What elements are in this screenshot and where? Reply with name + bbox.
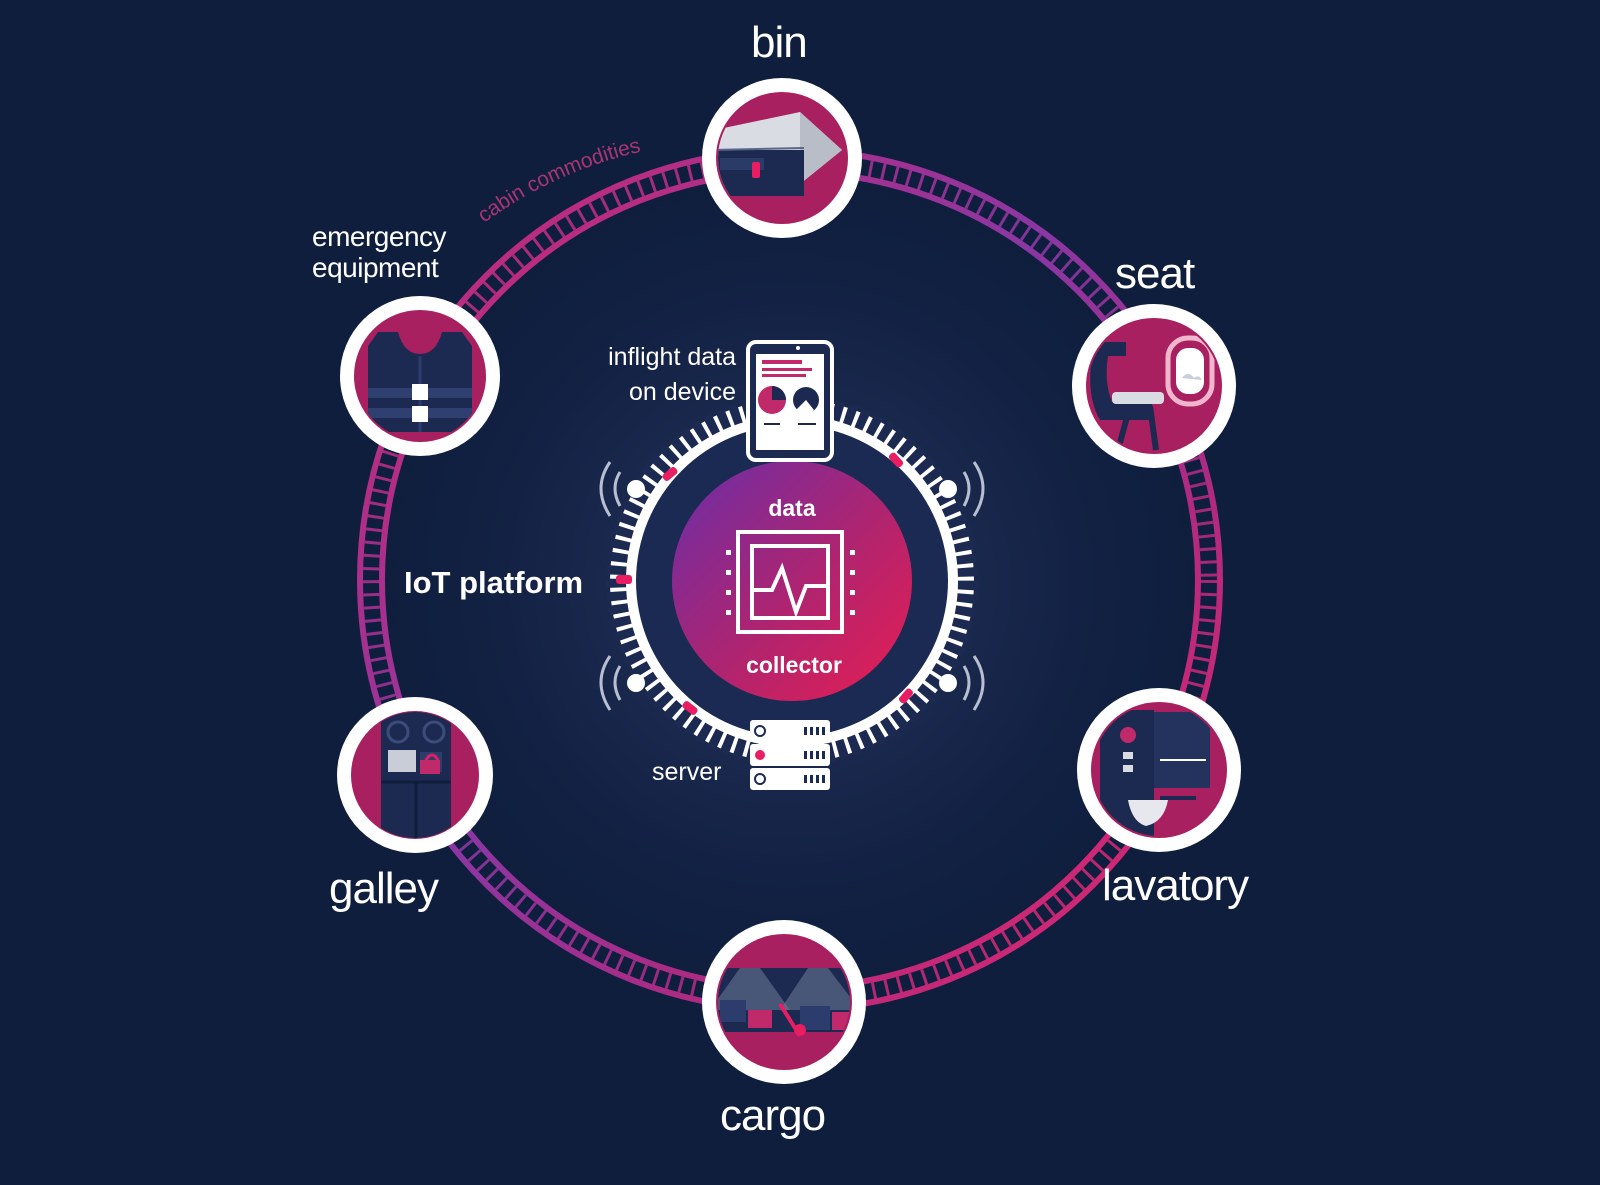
node-emergency-equipment[interactable] bbox=[340, 296, 500, 456]
node-galley[interactable] bbox=[337, 697, 493, 853]
emergency-equipment-label: emergency equipment bbox=[312, 221, 447, 283]
iot-platform-label: IoT platform bbox=[404, 565, 584, 600]
inflight-data-label: inflight data on device bbox=[608, 343, 736, 406]
cargo-label: cargo bbox=[720, 1091, 826, 1140]
galley-label: galley bbox=[329, 864, 439, 913]
node-lavatory[interactable] bbox=[1077, 688, 1241, 852]
server-label: server bbox=[652, 758, 722, 786]
galley-icon bbox=[381, 712, 451, 838]
core-top-label: data bbox=[768, 495, 816, 521]
server-icon bbox=[750, 720, 830, 790]
chip-icon bbox=[726, 530, 855, 634]
seat-icon bbox=[1090, 335, 1215, 451]
signal-icons bbox=[599, 461, 985, 711]
node-bin[interactable] bbox=[702, 78, 862, 238]
node-cargo[interactable] bbox=[702, 920, 866, 1084]
lavatory-label: lavatory bbox=[1102, 861, 1249, 910]
core-bottom-label: collector bbox=[746, 652, 842, 678]
seat-label: seat bbox=[1115, 249, 1195, 298]
ring-status-markers bbox=[616, 452, 913, 715]
iot-platform-hub: data collector bbox=[599, 340, 985, 790]
bin-label: bin bbox=[751, 18, 808, 67]
node-seat[interactable] bbox=[1072, 304, 1236, 468]
overhead-bin-icon bbox=[718, 112, 842, 196]
cargo-icon bbox=[718, 968, 850, 1038]
life-vest-icon bbox=[368, 332, 472, 432]
tablet-icon bbox=[746, 340, 834, 462]
data-collector-core bbox=[672, 461, 912, 701]
